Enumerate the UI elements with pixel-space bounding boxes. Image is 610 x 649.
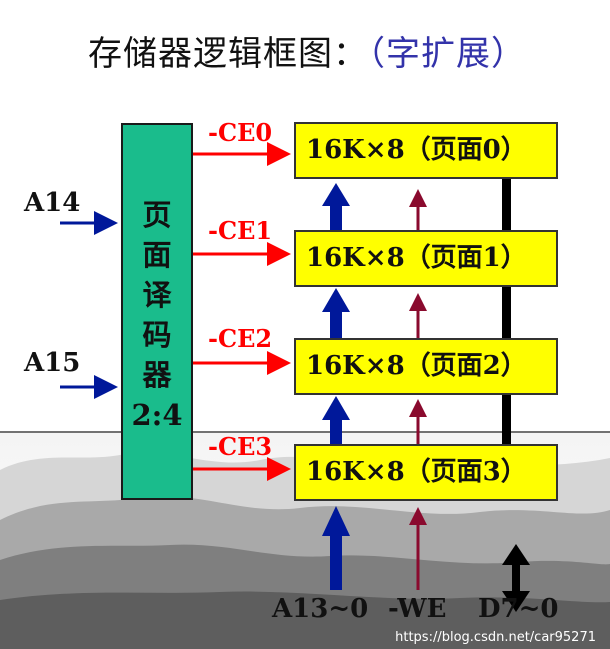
data-label: D7~0 — [478, 594, 559, 624]
title-accent: （字扩展） — [368, 34, 526, 74]
ce0-label: -CE0 — [208, 118, 273, 147]
data-bus — [502, 178, 530, 612]
decoder-char: 器 — [142, 358, 172, 392]
address-bus-arrows — [322, 183, 350, 590]
decoder-label: 页 面 译 码 器 2:4 — [123, 195, 191, 435]
decoder-char: 码 — [142, 318, 172, 352]
ce3-label: -CE3 — [208, 432, 273, 461]
page-decoder-box: 页 面 译 码 器 2:4 — [121, 123, 193, 500]
decoder-char: 译 — [142, 278, 172, 312]
ce2-label: -CE2 — [208, 324, 273, 353]
ce1-label: -CE1 — [208, 216, 273, 245]
memory-chip-page3: 16K×8（页面3） — [294, 444, 558, 501]
decoder-char: 页 — [142, 198, 172, 232]
title-main: 存储器逻辑框图： — [88, 34, 368, 74]
input-label-a15: A15 — [24, 348, 81, 378]
memory-chip-page2: 16K×8（页面2） — [294, 338, 558, 395]
decoder-char: 面 — [142, 238, 172, 272]
memory-chip-page1: 16K×8（页面1） — [294, 230, 558, 287]
decoder-ratio: 2:4 — [131, 398, 183, 432]
input-label-a14: A14 — [24, 188, 81, 218]
diagram-title: 存储器逻辑框图：（字扩展） — [88, 26, 526, 75]
watermark: https://blog.csdn.net/car95271 — [395, 630, 596, 645]
address-label: A13~0 — [272, 594, 369, 624]
memory-chip-page0: 16K×8（页面0） — [294, 122, 558, 179]
write-enable-label: -WE — [388, 594, 447, 624]
